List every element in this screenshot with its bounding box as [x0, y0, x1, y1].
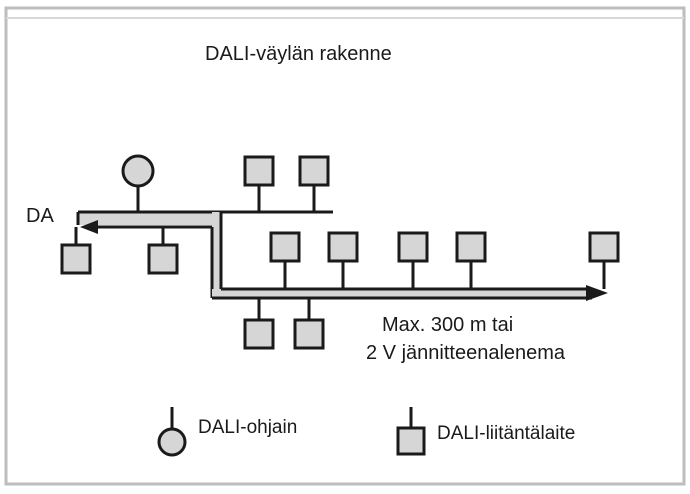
legend-ballast-label: DALI-liitäntälaite — [437, 423, 575, 444]
ballast — [147, 243, 179, 275]
ballast-group-bottom — [243, 298, 325, 350]
legend-ballast-icon — [396, 426, 426, 456]
ballast — [60, 243, 92, 275]
legend-controller: DALI-ohjain — [157, 407, 297, 457]
ballast-group-top — [243, 155, 330, 212]
left-arrowhead — [80, 220, 98, 234]
ballast — [455, 231, 487, 263]
legend-controller-icon — [157, 427, 187, 457]
ballast — [243, 155, 275, 187]
lower-bus — [212, 289, 592, 298]
legend-ballast: DALI-liitäntälaite — [396, 407, 575, 456]
diagram-title: DALI-väylän rakenne — [205, 43, 392, 65]
right-arrowhead — [586, 285, 608, 301]
upper-bus — [78, 212, 218, 225]
ballast — [588, 231, 620, 263]
max-length-line2: 2 V jännitteenalenema — [366, 342, 566, 364]
dali-controller — [121, 154, 155, 188]
ballast — [327, 231, 359, 263]
bus-label: DA — [26, 205, 54, 227]
ballast — [397, 231, 429, 263]
ballast — [269, 231, 301, 263]
ballast — [298, 155, 330, 187]
ballast-group-left — [60, 227, 179, 275]
legend-controller-label: DALI-ohjain — [198, 417, 297, 438]
ballast — [293, 318, 325, 350]
ballast-group-mid — [269, 231, 620, 289]
max-length-line1: Max. 300 m tai — [382, 314, 513, 336]
ballast — [243, 318, 275, 350]
bus-vertical-connector — [212, 212, 221, 298]
